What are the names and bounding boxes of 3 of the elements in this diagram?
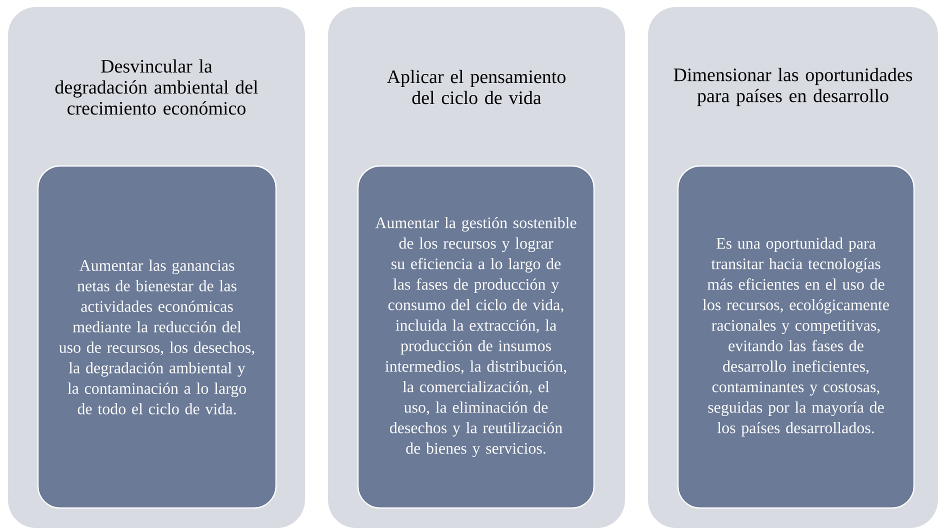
content-box: Aumentar la gestión sostenible de los recursos y lograr su eficiencia a lo largo de las fases de producción y consumo del ciclo de vida, incluida la extracción, la producción de insumos intermedios, la distribución, la comercialización, el uso, la eliminación de desechos y la reutilización de bienes y servicios.	[357, 165, 595, 509]
content-box: Es una oportunidad para transitar hacia tecnologías más eficientes en el uso de los recursos, ecológicamente racionales y competitivas, evitando las fases de desarrollo ineficientes, contaminantes y costosas, seguidas por la mayoría de los países desarrollados.	[677, 165, 915, 509]
content-box: Aumentar las ganancias netas de bienestar de las actividades económicas mediante la reducción del uso de recursos, los desechos, la degradación ambiental y la contaminación a lo largo de todo el ciclo de vida.	[37, 165, 277, 509]
